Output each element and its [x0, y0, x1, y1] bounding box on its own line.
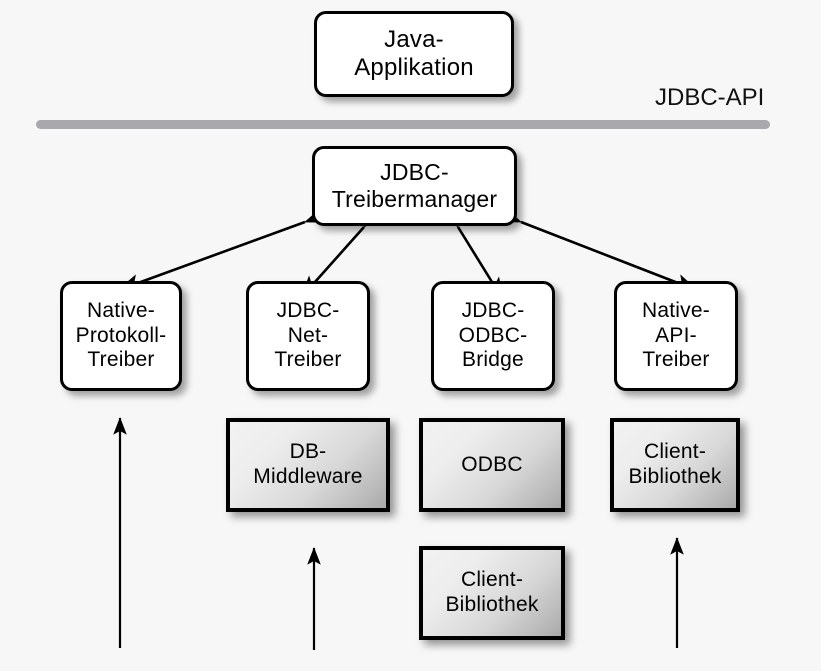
node-jdbc-treibermanager-label: JDBC- Treibermanager	[331, 158, 498, 212]
arrow-manager-jdbc-net	[300, 204, 386, 299]
node-client-bibliothek-center-label: Client- Bibliothek	[445, 568, 539, 616]
node-db-middleware[interactable]: DB- Middleware	[226, 418, 390, 512]
node-odbc[interactable]: ODBC	[419, 418, 565, 512]
node-jdbc-net-treiber-label: JDBC- Net- Treiber	[274, 298, 342, 372]
node-jdbc-treibermanager[interactable]: JDBC- Treibermanager	[312, 146, 517, 226]
node-java-application-label: Java- Applikation	[354, 25, 474, 81]
node-client-bibliothek-right-label: Client- Bibliothek	[628, 440, 722, 488]
arrow-manager-native-api	[496, 205, 699, 292]
node-client-bibliothek-right[interactable]: Client- Bibliothek	[610, 418, 740, 512]
node-jdbc-odbc-bridge-label: JDBC- ODBC- Bridge	[458, 298, 528, 372]
node-client-bibliothek-center[interactable]: Client- Bibliothek	[419, 546, 565, 640]
node-native-protokoll-treiber[interactable]: Native- Protokoll- Treiber	[60, 281, 182, 391]
node-jdbc-odbc-bridge[interactable]: JDBC- ODBC- Bridge	[431, 281, 555, 391]
node-java-application[interactable]: Java- Applikation	[314, 11, 514, 97]
node-jdbc-net-treiber[interactable]: JDBC- Net- Treiber	[246, 281, 370, 391]
node-native-api-treiber[interactable]: Native- API- Treiber	[614, 281, 738, 391]
node-native-api-treiber-label: Native- API- Treiber	[642, 298, 710, 372]
node-native-protokoll-treiber-label: Native- Protokoll- Treiber	[75, 298, 167, 372]
arrow-manager-native-protocol	[116, 206, 330, 291]
node-odbc-label: ODBC	[461, 452, 523, 476]
jdbc-api-separator-bar	[36, 120, 770, 129]
node-db-middleware-label: DB- Middleware	[253, 440, 363, 488]
jdbc-api-label: JDBC-API	[655, 84, 765, 111]
arrow-manager-jdbc-odbc	[438, 203, 504, 302]
